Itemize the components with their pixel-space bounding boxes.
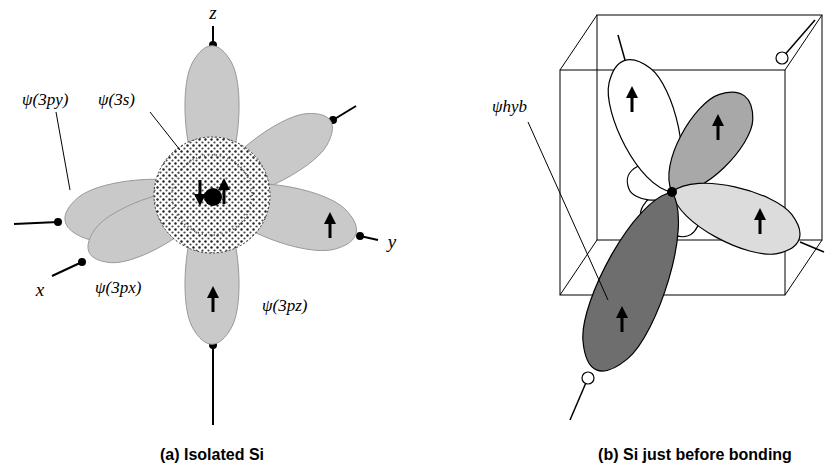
orbital-label: ψ(3py) bbox=[22, 90, 68, 110]
axes-a bbox=[14, 26, 378, 425]
orbital-label: ψ(3pz) bbox=[262, 296, 308, 316]
nucleus bbox=[204, 188, 222, 206]
orbital-label: ψ(3s) bbox=[98, 90, 135, 110]
axis-label: x bbox=[36, 279, 44, 301]
axis-label: z bbox=[209, 2, 216, 24]
nucleus bbox=[667, 187, 677, 197]
p-lobes bbox=[60, 46, 363, 344]
s-orbital bbox=[154, 137, 270, 253]
panel-caption: (b) Si just before bonding bbox=[598, 446, 792, 464]
panel-caption: (a) Isolated Si bbox=[160, 446, 264, 464]
bond-partners bbox=[582, 52, 788, 384]
hybrid-lobes bbox=[566, 50, 809, 382]
orbital-label: ψ(3px) bbox=[95, 278, 141, 298]
axis-label: y bbox=[388, 231, 396, 253]
spin-arrows-b bbox=[616, 86, 766, 332]
spin-arrows-a bbox=[194, 178, 336, 312]
orbital-label: ψhyb bbox=[492, 97, 527, 117]
leader-line-b bbox=[528, 122, 608, 300]
leader-lines-a bbox=[56, 112, 180, 190]
cube bbox=[560, 15, 822, 295]
